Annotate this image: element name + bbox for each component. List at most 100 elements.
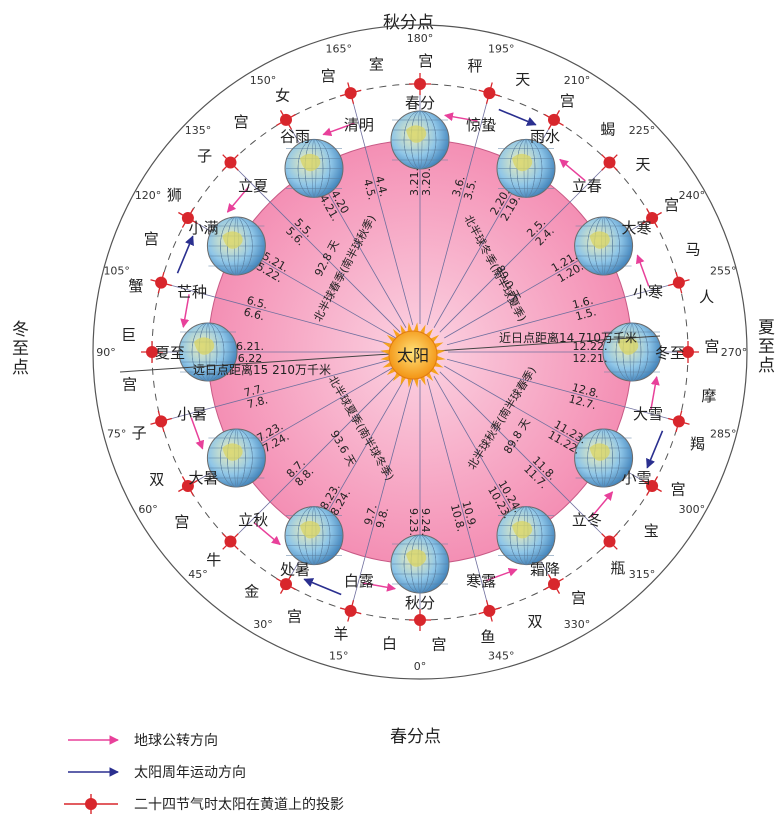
ecliptic-diagram: 0°15°30°45°60°75°90°105°120°135°150°165°… (92, 24, 748, 680)
sun-projection-marker (642, 208, 662, 228)
radial-line (161, 358, 394, 422)
zodiac-char: 摩 (701, 387, 716, 405)
zodiac-char: 宫 (174, 513, 189, 531)
earth-icon (390, 534, 450, 594)
sun-projection-marker (178, 476, 198, 496)
zodiac-labels: 白羊宫金牛宫双子宫巨蟹宫狮子宫女宫室宫秤天宫蝎天宫马人宫摩羯宫宝瓶宫双鱼宫 (121, 52, 719, 653)
sun: 太阳 (380, 322, 446, 388)
zodiac-char: 宫 (664, 196, 679, 214)
zodiac-char: 狮 (167, 186, 182, 204)
solar-term-name: 白露 (344, 572, 374, 590)
legend: 地球公转方向 太阳周年运动方向 二十四节气时太阳在黄道上的投影 (58, 724, 344, 820)
sun-projection-marker (222, 533, 239, 550)
earth-icon (178, 322, 238, 382)
sun-projection-marker (544, 110, 564, 130)
zodiac-char: 鱼 (480, 628, 495, 646)
zodiac-char: 瓶 (610, 559, 625, 577)
solar-term-name: 处暑 (280, 561, 310, 579)
zodiac-char: 宫 (671, 481, 686, 499)
radial-line (446, 282, 679, 346)
sun-projection-marker (478, 600, 501, 622)
zodiac-char: 天 (515, 71, 530, 89)
radial-line (426, 378, 490, 611)
earth-revolution-arrow (443, 112, 478, 122)
degree-label: 240° (679, 189, 706, 202)
earth-icon (390, 110, 450, 170)
solar-term-date: 6.21.6.22 (236, 340, 264, 365)
zodiac-char: 宫 (122, 375, 137, 393)
legend-item-sun: 太阳周年运动方向 (58, 756, 344, 788)
solar-term-name: 芒种 (177, 283, 207, 301)
degree-label: 45° (188, 568, 208, 581)
sun-projection-marker (150, 271, 172, 294)
winter-solstice-point: 冬至点 (8, 320, 28, 377)
red-marker-icon (64, 794, 118, 814)
earth-icon (206, 428, 266, 488)
sun-projection-markers (141, 73, 699, 631)
solar-term-name: 立春 (572, 177, 602, 195)
zodiac-char: 宫 (704, 337, 719, 355)
radial-line (350, 378, 414, 611)
degree-label: 225° (629, 124, 656, 137)
zodiac-char: 宫 (571, 589, 586, 607)
solar-term-name: 大寒 (621, 219, 651, 237)
sun-projection-marker (141, 341, 163, 363)
earth-revolution-arrow (226, 186, 250, 213)
solar-term-name: 夏至 (155, 344, 185, 362)
radial-line (426, 93, 490, 326)
zodiac-char: 秤 (468, 57, 483, 75)
solar-term-date: 12.22.12.21. (573, 340, 608, 365)
solar-term-name: 立秋 (238, 511, 268, 529)
zodiac-char: 金 (244, 583, 259, 601)
sun-projection-marker (178, 208, 198, 228)
sun-projection-marker (478, 82, 501, 104)
degree-label: 15° (329, 649, 349, 662)
degree-label: 150° (250, 74, 277, 87)
solar-term-name: 冬至 (655, 344, 685, 362)
sun-label: 太阳 (397, 346, 429, 365)
solar-term-name: 大雪 (633, 405, 663, 423)
sun-projection-marker (276, 574, 296, 594)
radial-line (439, 162, 610, 333)
solar-term-name: 小满 (188, 219, 218, 237)
degree-label: 30° (253, 618, 273, 631)
sun-motion-arrow (176, 235, 194, 274)
zodiac-char: 宫 (287, 608, 302, 626)
sun-projection-marker (276, 110, 296, 130)
zodiac-char: 巨 (121, 326, 136, 344)
sun-projection-marker (339, 82, 362, 104)
zodiac-char: 女 (275, 86, 290, 104)
earth-icon (602, 322, 662, 382)
legend-label: 二十四节气时太阳在黄道上的投影 (134, 797, 344, 813)
sun-projection-marker (222, 154, 239, 171)
sun-projection-marker (601, 154, 618, 171)
zodiac-char: 宝 (644, 522, 659, 540)
sun-motion-arrows (176, 108, 664, 596)
solar-term-name: 清明 (344, 116, 374, 134)
degree-label: 165° (325, 43, 352, 56)
earth-revolution-arrow (362, 582, 397, 592)
degree-label: 60° (138, 503, 158, 516)
radial-line (230, 162, 401, 333)
earth-icon (574, 216, 634, 276)
solar-term-date: 9.7.9.8. (362, 503, 392, 530)
degree-label: 210° (564, 74, 591, 87)
solar-term-name: 小雪 (621, 469, 651, 487)
zodiac-char: 宫 (431, 635, 446, 653)
zodiac-char: 蟹 (128, 277, 143, 295)
zodiac-char: 人 (699, 288, 714, 306)
sun-projection-marker (150, 410, 172, 433)
zodiac-char: 马 (686, 241, 701, 259)
degree-label: 135° (185, 124, 212, 137)
degree-label: 315° (629, 568, 656, 581)
solar-term-name: 大暑 (188, 469, 218, 487)
summer-solstice-point: 夏至点 (754, 318, 774, 375)
zodiac-char: 宫 (321, 67, 336, 85)
zodiac-char: 双 (527, 612, 542, 630)
zodiac-char: 天 (635, 155, 650, 173)
aphelion-label: 远日点距离15 210万千米 (193, 362, 331, 377)
sun-projection-marker (544, 574, 564, 594)
zodiac-char: 宫 (418, 52, 433, 70)
sun-motion-arrow (303, 578, 342, 596)
solar-term-labels: 春分惊蛰雨水立春大寒小寒冬至大雪小雪立冬霜降寒露秋分白露处暑立秋大暑小暑夏至芒种… (155, 94, 685, 612)
